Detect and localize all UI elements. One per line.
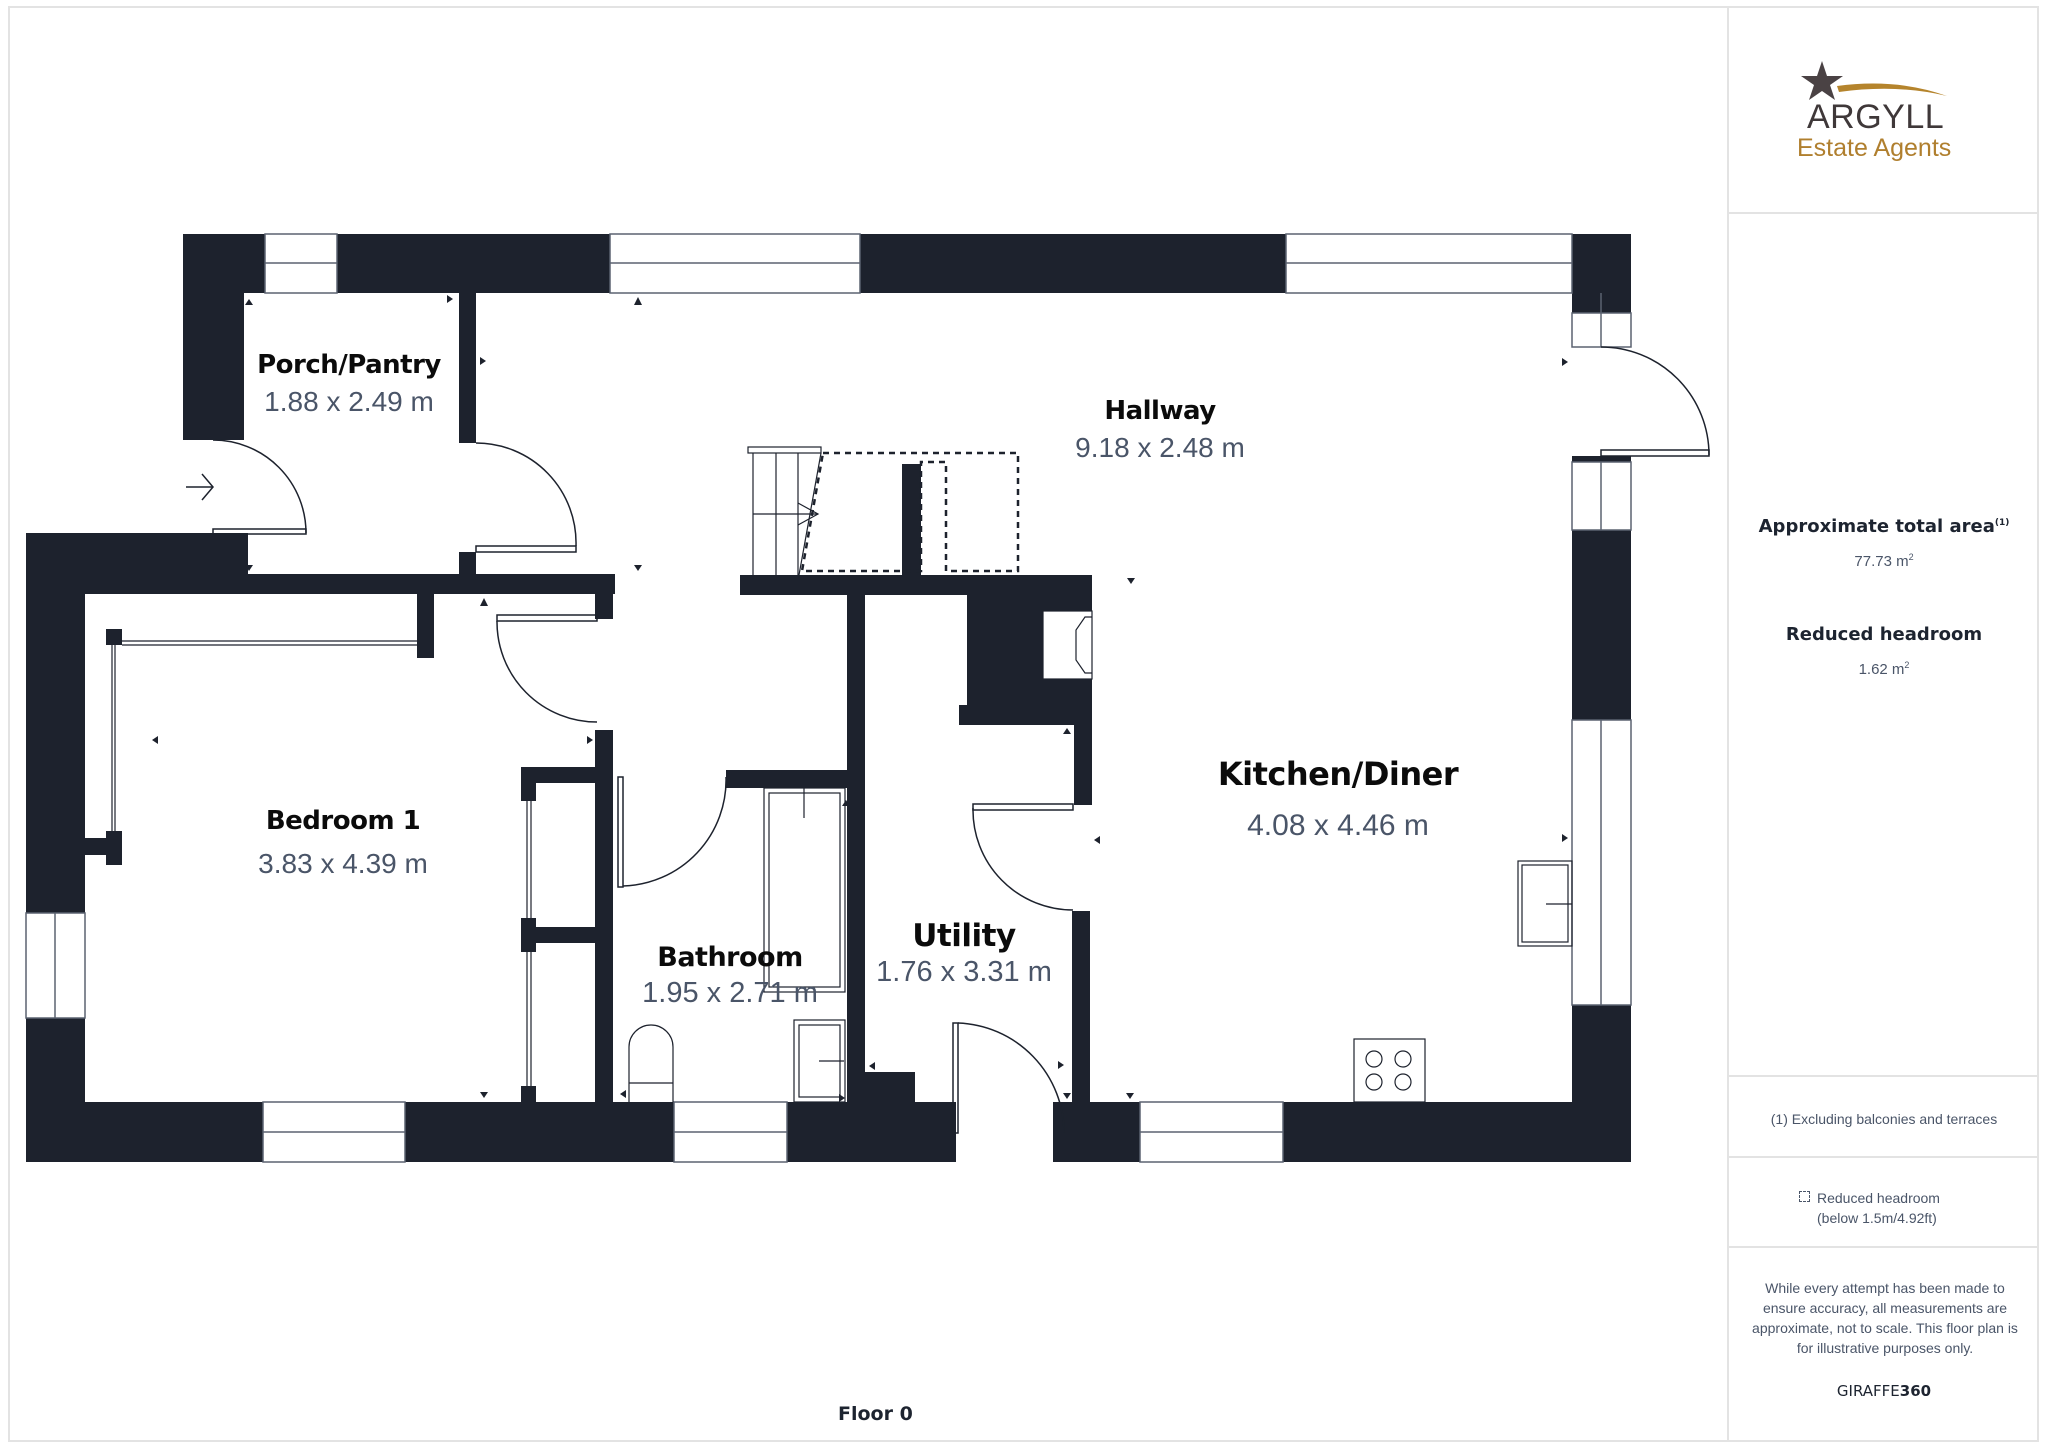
reduced-headroom-number: 1.62 m (1858, 661, 1905, 678)
unit-superscript: 2 (1908, 552, 1914, 562)
reduced-headroom-value: 1.62 m2 (1729, 660, 2039, 678)
room-bathroom: Bathroom 1.95 x 2.71 m (642, 942, 818, 1010)
room-name: Bathroom (657, 942, 803, 973)
room-name: Kitchen/Diner (1217, 755, 1459, 793)
total-area-value: 77.73 m2 (1729, 552, 2039, 570)
room-dimensions: 1.76 x 3.31 m (876, 956, 1052, 988)
agency-logo: ARGYLL Estate Agents (1797, 56, 1967, 168)
room-name: Porch/Pantry (257, 350, 441, 380)
info-sidebar: ARGYLL Estate Agents Approximate total a… (1727, 6, 2039, 1442)
entrance-arrow-icon (186, 473, 214, 501)
room-porch-pantry: Porch/Pantry 1.88 x 2.49 m (257, 350, 441, 418)
giraffe360-credit: GIRAFFE360 (1729, 1382, 2039, 1400)
room-dimensions: 1.88 x 2.49 m (264, 386, 434, 417)
room-utility: Utility 1.76 x 3.31 m (876, 918, 1052, 989)
floor-plan-drawing (25, 233, 1710, 1163)
dashed-square-icon (1799, 1191, 1810, 1202)
credit-light: GIRAFFE (1836, 1382, 1900, 1400)
doors (212, 346, 1710, 1134)
footnote-text: (1) Excluding balconies and terraces (1770, 1111, 1998, 1127)
room-dimensions: 4.08 x 4.46 m (1247, 809, 1429, 842)
room-dimensions: 9.18 x 2.48 m (1075, 432, 1245, 463)
legend-line-2: (below 1.5m/4.92ft) (1817, 1210, 1937, 1226)
unit-superscript: 2 (1904, 660, 1910, 670)
room-name: Utility (912, 918, 1016, 954)
logo-section: ARGYLL Estate Agents (1729, 6, 2039, 214)
room-hallway: Hallway 9.18 x 2.48 m (1075, 396, 1245, 464)
room-dimensions: 3.83 x 4.39 m (258, 848, 428, 879)
total-area-text: Approximate total area (1758, 516, 1995, 537)
legend-line-1: Reduced headroom (1817, 1190, 1940, 1206)
room-name: Hallway (1104, 396, 1216, 426)
total-area-label: Approximate total area(1) (1729, 516, 2039, 537)
walls (26, 234, 1631, 1162)
footnote-section: (1) Excluding balconies and terraces (1729, 1077, 2039, 1158)
legend-section: Reduced headroom (below 1.5m/4.92ft) (1729, 1158, 2039, 1248)
windows (25, 233, 1632, 1163)
room-kitchen-diner: Kitchen/Diner 4.08 x 4.46 m (1217, 755, 1459, 843)
area-summary: Approximate total area(1) 77.73 m2 Reduc… (1729, 214, 2039, 1077)
room-dimensions: 1.95 x 2.71 m (642, 977, 818, 1009)
stairs (747, 446, 1020, 576)
floor-label: Floor 0 (838, 1403, 913, 1425)
measurement-markers (152, 295, 1568, 1102)
star-swoosh-icon (1801, 61, 1947, 100)
fixtures (111, 610, 1573, 1103)
page-frame (8, 6, 2039, 1442)
disclaimer-text: While every attempt has been made to ens… (1752, 1280, 2018, 1356)
room-name: Bedroom 1 (265, 806, 421, 836)
reduced-headroom-label: Reduced headroom (1785, 624, 1983, 645)
floor-plan: Porch/Pantry 1.88 x 2.49 m Hallway 9.18 … (25, 233, 1710, 1425)
logo-tagline: Estate Agents (1797, 134, 1952, 162)
legend-text: Reduced headroom (below 1.5m/4.92ft) (1817, 1188, 1940, 1228)
credit-bold: 360 (1899, 1382, 1932, 1400)
logo-brand: ARGYLL (1807, 98, 1945, 136)
total-area-number: 77.73 m (1854, 553, 1909, 570)
room-bedroom-1: Bedroom 1 3.83 x 4.39 m (258, 806, 428, 880)
footnote-mark: (1) (1994, 518, 2010, 528)
